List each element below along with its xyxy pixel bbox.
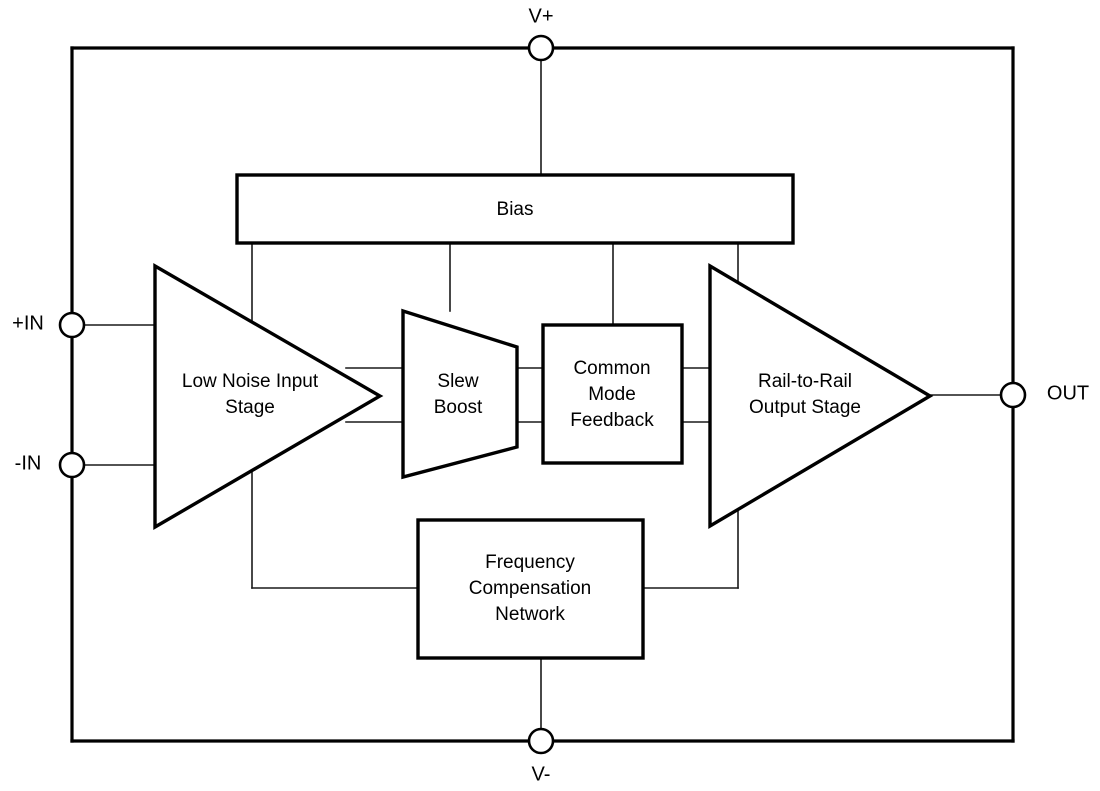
rail-to-rail-output-stage-outline: [708, 263, 934, 529]
common-mode-feedback-outline: [541, 323, 684, 465]
out-terminal-circle[interactable]: [999, 381, 1027, 409]
plus-in-terminal-label: +IN: [12, 312, 44, 334]
plus-in-terminal-circle[interactable]: [58, 311, 86, 339]
frequency-compensation-network-label-line3: Network: [495, 604, 565, 625]
block-bias[interactable]: Bias: [235, 173, 795, 245]
frequency-compensation-network-outline: [416, 518, 645, 660]
terminal-minus-in[interactable]: -IN: [15, 451, 86, 479]
low-noise-input-stage-label-line1: Low Noise Input: [182, 371, 319, 392]
bias-block-outline: [235, 173, 795, 245]
low-noise-input-stage-label-line2: Stage: [225, 397, 275, 418]
v-minus-terminal-circle[interactable]: [527, 727, 555, 755]
rail-to-rail-output-stage-label-line1: Rail-to-Rail: [758, 371, 852, 392]
terminal-plus-in[interactable]: +IN: [12, 311, 86, 339]
block-low-noise-input-stage[interactable]: Low Noise Input Stage: [153, 263, 384, 530]
common-mode-feedback-label-line3: Feedback: [570, 410, 654, 431]
v-minus-terminal-label: V-: [532, 763, 551, 785]
slew-boost-label-line2: Boost: [434, 397, 483, 418]
v-plus-terminal-circle[interactable]: [527, 34, 555, 62]
block-slew-boost[interactable]: Slew Boost: [401, 308, 519, 480]
common-mode-feedback-label-line1: Common: [573, 358, 650, 379]
block-common-mode-feedback[interactable]: Common Mode Feedback: [541, 323, 684, 465]
common-mode-feedback-label-line2: Mode: [588, 384, 636, 405]
out-terminal-label: OUT: [1047, 382, 1089, 404]
slew-boost-outline: [401, 308, 519, 480]
package-outline: [70, 46, 1015, 743]
block-rail-to-rail-output-stage[interactable]: Rail-to-Rail Output Stage: [708, 263, 934, 529]
terminal-out[interactable]: OUT: [999, 381, 1089, 409]
slew-boost-label-line1: Slew: [437, 371, 478, 392]
frequency-compensation-network-label-line1: Frequency: [485, 552, 575, 573]
block-frequency-compensation-network[interactable]: Frequency Compensation Network: [416, 518, 645, 660]
terminal-v-plus[interactable]: V+: [527, 5, 555, 62]
bias-block-label: Bias: [497, 199, 534, 220]
internal-wiring: [83, 59, 1002, 730]
minus-in-terminal-label: -IN: [15, 452, 42, 474]
terminal-v-minus[interactable]: V-: [527, 727, 555, 785]
low-noise-input-stage-outline: [153, 263, 384, 530]
minus-in-terminal-circle[interactable]: [58, 451, 86, 479]
v-plus-terminal-label: V+: [528, 5, 553, 27]
frequency-compensation-network-label-line2: Compensation: [469, 578, 592, 599]
rail-to-rail-output-stage-label-line2: Output Stage: [749, 397, 861, 418]
